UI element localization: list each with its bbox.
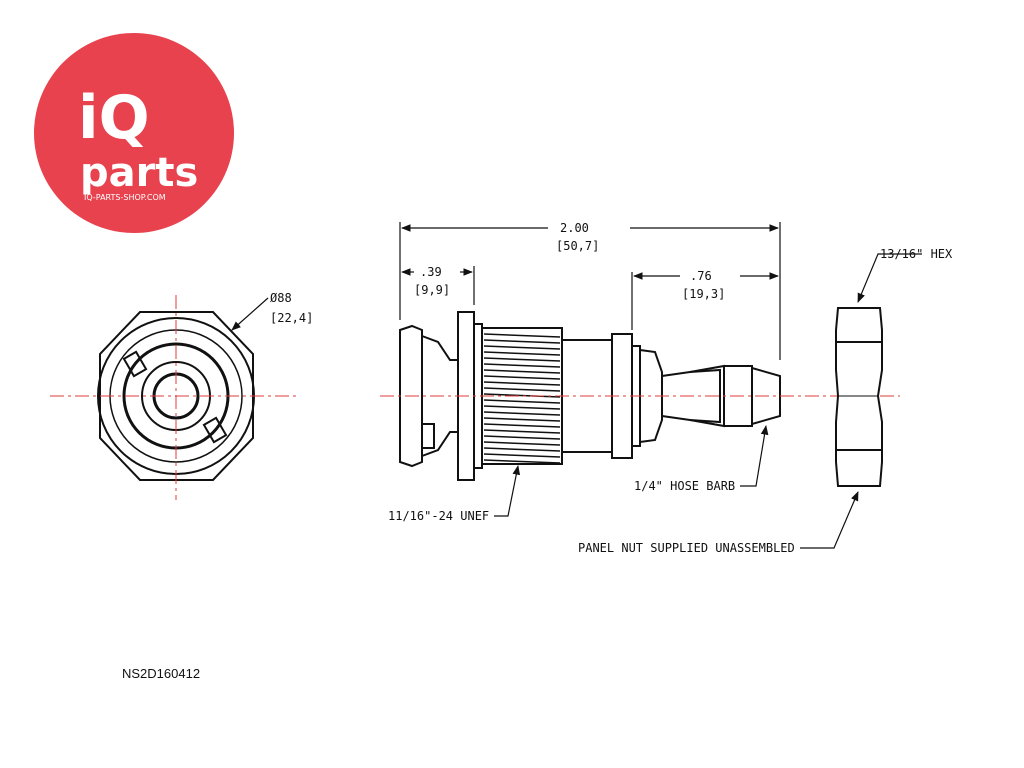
thread-line xyxy=(483,399,561,404)
logo-website: IQ-PARTS-SHOP.COM xyxy=(84,193,166,202)
hex-callout: 13/16" HEX xyxy=(880,247,953,261)
callout-leaders xyxy=(494,253,922,549)
hex-leader xyxy=(857,253,922,303)
barb-length-mm-label: [19,3] xyxy=(682,287,725,301)
logo-brand-line1: iQ xyxy=(78,83,150,153)
barb-segment-3 xyxy=(724,365,753,427)
thread-line xyxy=(483,387,561,392)
coupling-front-lip xyxy=(399,324,423,468)
thread-line xyxy=(483,405,561,410)
thread-line xyxy=(483,393,561,398)
flange-width-in-label: .39 xyxy=(420,265,442,279)
overall-length-in-label: 2.00 xyxy=(560,221,589,235)
thread-callout: 11/16"-24 UNEF xyxy=(388,509,489,523)
panel-nut-outline xyxy=(835,307,883,487)
thread-line xyxy=(483,369,561,374)
part-number: NS2D160412 xyxy=(122,666,201,681)
thread-line xyxy=(483,429,561,434)
panel-nut-leader xyxy=(800,491,859,549)
iq-parts-logo[interactable]: iQ parts IQ-PARTS-SHOP.COM xyxy=(34,33,234,233)
thread-line xyxy=(483,345,561,350)
thread-leader xyxy=(494,465,521,517)
barb-neck xyxy=(639,348,663,444)
thread-line xyxy=(483,447,561,452)
panel-nut-callout: PANEL NUT SUPPLIED UNASSEMBLED xyxy=(578,541,795,555)
thread-line xyxy=(483,441,561,446)
hose-barb-callout: 1/4" HOSE BARB xyxy=(634,479,735,493)
thread-line xyxy=(483,363,561,368)
diameter-mm-label: [22,4] xyxy=(270,311,313,325)
logo-brand-line2: parts xyxy=(80,150,198,196)
thread-line xyxy=(483,339,561,344)
thread-line xyxy=(483,333,561,338)
panel-nut xyxy=(835,307,883,487)
thread-line xyxy=(483,459,561,464)
thread-line xyxy=(483,357,561,362)
flange-width-mm-label: [9,9] xyxy=(414,283,450,297)
dimension-lines xyxy=(399,222,781,360)
thread-line xyxy=(483,417,561,422)
diameter-in-label: Ø88 xyxy=(270,291,292,305)
thread-line xyxy=(483,375,561,380)
thread-lines xyxy=(483,333,561,464)
thread-line xyxy=(483,423,561,428)
coupling-latch xyxy=(421,423,435,449)
thread-line xyxy=(483,411,561,416)
thread-line xyxy=(483,381,561,386)
end-view-latch-bottom xyxy=(202,416,228,444)
hose-barb-leader xyxy=(740,425,769,487)
barb-length-in-label: .76 xyxy=(690,269,712,283)
overall-length-mm-label: [50,7] xyxy=(556,239,599,253)
thread-line xyxy=(483,435,561,440)
thread-line xyxy=(483,453,561,458)
side-view xyxy=(380,311,900,481)
end-view xyxy=(50,295,300,500)
diameter-leader xyxy=(231,297,269,331)
logo-circle xyxy=(34,33,234,233)
thread-line xyxy=(483,351,561,356)
end-view-latch-top xyxy=(122,350,148,378)
